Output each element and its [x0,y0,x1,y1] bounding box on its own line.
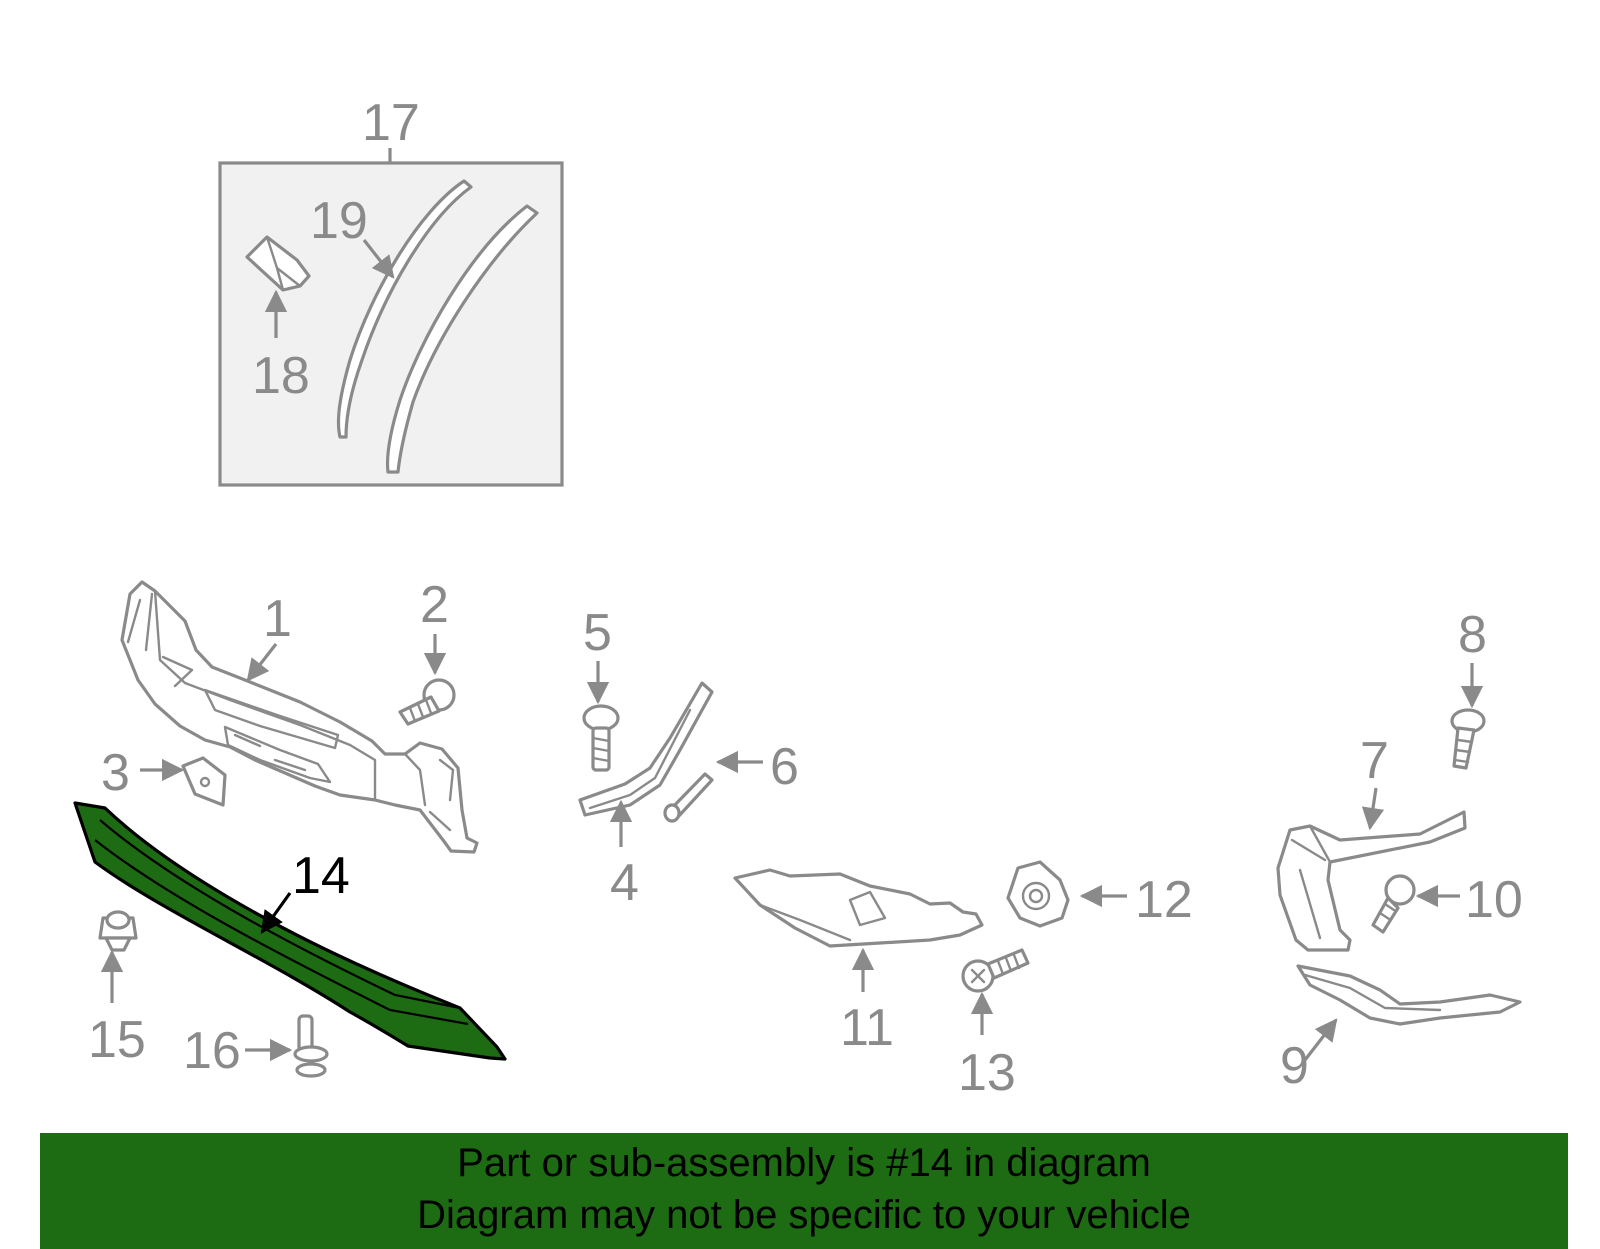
label-1: 1 [263,590,292,648]
part-1-bracket [120,580,479,854]
label-18: 18 [252,347,310,405]
label-3: 3 [101,744,130,802]
part-2-screw [398,678,456,726]
pillar-trim [385,204,539,474]
part-7-bezel [1276,810,1467,952]
label-19: 19 [310,192,368,250]
part-16-pin [293,1014,329,1078]
label-5: 5 [583,604,612,662]
label-17: 17 [362,94,420,152]
footer-line-1: Part or sub-assembly is #14 in diagram [457,1141,1151,1185]
part-10-screw [1371,874,1416,934]
part-6-pin [663,772,714,823]
label-15: 15 [88,1011,146,1069]
part-3-nut [181,756,227,807]
part-13-screw [961,948,1030,993]
label-16: 16 [183,1022,241,1080]
label-7: 7 [1360,732,1389,790]
part-15-clip [98,910,138,952]
part-14-bumper-strip [73,801,507,1061]
label-8: 8 [1458,606,1487,664]
label-2: 2 [420,576,449,634]
label-6: 6 [770,738,799,796]
label-9: 9 [1280,1037,1309,1095]
part-8-screw [1450,708,1486,770]
part-9-strip [1296,964,1522,1026]
part-12-grommet [1006,860,1070,928]
label-10: 10 [1465,871,1523,929]
label-12: 12 [1135,871,1193,929]
footer-line-2: Diagram may not be specific to your vehi… [417,1193,1191,1237]
label-4: 4 [610,854,639,912]
label-13: 13 [958,1044,1016,1102]
footer-banner: Part or sub-assembly is #14 in diagram D… [40,1133,1568,1249]
label-14: 14 [292,847,350,905]
label-11: 11 [840,999,894,1057]
part-11-cover [733,868,984,948]
part-5-screw [582,704,620,772]
